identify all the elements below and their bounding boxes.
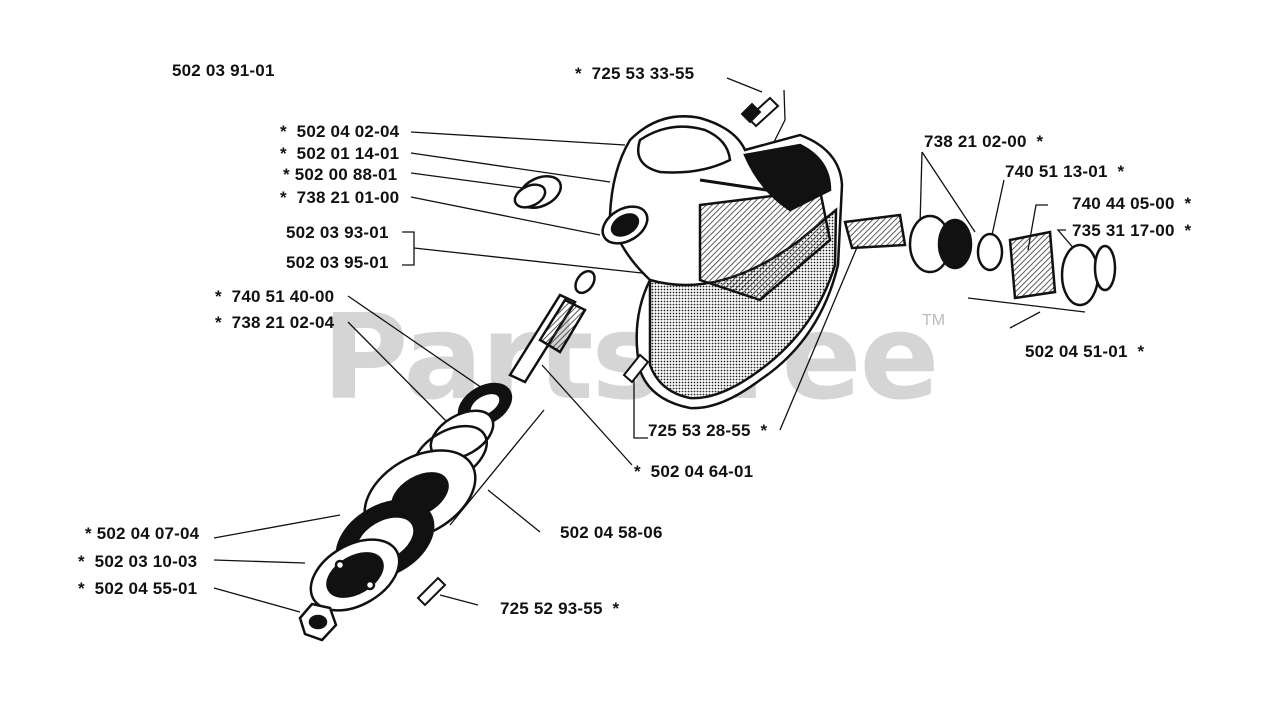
label-725-52-93-55: 725 52 93-55 *: [500, 599, 620, 618]
label-screw-top: * 725 53 33-55: [575, 64, 695, 83]
label-502-04-02-04: * 502 04 02-04: [280, 122, 400, 141]
leader-502-04-64-01: [541, 364, 633, 466]
top-screw-part: [740, 96, 780, 128]
leader-502-03-10-03: [213, 559, 306, 564]
label-740-51-40-00: * 740 51 40-00: [215, 287, 335, 306]
leader-725-53-28-55: [633, 380, 648, 439]
label-740-44-05-00: 740 44 05-00 *: [1072, 194, 1192, 213]
leader-shaft-right: [779, 244, 859, 431]
label-725-53-28-55: 725 53 28-55 *: [648, 421, 768, 440]
leader-502-00-88-01: [410, 172, 539, 191]
label-502-03-95-01: 502 03 95-01: [286, 253, 389, 272]
output-shaft-part: [843, 213, 1117, 307]
pinion-shaft-part: [508, 269, 596, 384]
leader-502-01-14-01: [410, 152, 611, 183]
leader-725-53-33-55: [726, 77, 763, 93]
leader-502-04-51-01: [1009, 311, 1041, 329]
leader-738-21-02-00-b: [919, 151, 923, 226]
leader-lines: [213, 77, 1086, 613]
watermark-trademark: TM: [922, 312, 946, 329]
label-738-21-02-04: * 738 21 02-04: [215, 313, 335, 332]
label-assembly: 502 03 91-01: [172, 61, 275, 80]
label-502-04-55-01: * 502 04 55-01: [78, 579, 198, 598]
leader-738-21-01-00: [410, 196, 601, 236]
leader-738-21-02-00-a: [921, 151, 976, 233]
cap-part: [513, 175, 563, 209]
leader-502-03-93-01: [413, 247, 661, 276]
leader-502-04-55-01: [213, 587, 301, 613]
label-738-21-01-00: * 738 21 01-00: [280, 188, 400, 207]
leader-740-51-13-01: [991, 179, 1005, 236]
leader-740-51-40-00: [347, 295, 486, 391]
label-502-04-64-01: * 502 04 64-01: [634, 462, 754, 481]
washer-part: [309, 538, 401, 612]
leader-502-04-02-04: [410, 131, 626, 146]
leader-502-04-07-04: [213, 514, 341, 539]
side-screw-part: [622, 353, 650, 384]
label-502-01-14-01: * 502 01 14-01: [280, 144, 400, 163]
label-502-04-58-06: 502 04 58-06: [560, 523, 663, 542]
label-502-00-88-01: * 502 00 88-01: [283, 165, 398, 184]
bracket-502-04-51-01: [967, 297, 1086, 313]
lower-bearing-part: [412, 382, 513, 486]
bracket-502-03-93-95: [402, 231, 415, 266]
leader-502-04-58-06-b: [487, 489, 541, 533]
leader-738-21-02-04: [347, 321, 456, 431]
label-502-03-93-01: 502 03 93-01: [286, 223, 389, 242]
leader-top-housing: [769, 89, 786, 151]
label-502-04-07-04: * 502 04 07-04: [85, 524, 200, 543]
label-738-21-02-00: 738 21 02-00 *: [924, 132, 1044, 151]
nut-part: [298, 602, 338, 642]
label-740-51-13-01: 740 51 13-01 *: [1005, 162, 1125, 181]
label-735-31-17-00: 735 31 17-00 *: [1072, 221, 1192, 240]
watermark-logo: PartsTree: [322, 288, 940, 426]
gear-housing-part: [608, 115, 844, 410]
label-502-04-51-01: 502 04 51-01 *: [1025, 342, 1145, 361]
bottom-screw-part: [416, 576, 447, 607]
bearing-upper-part: [601, 205, 649, 245]
label-502-03-10-03: * 502 03 10-03: [78, 552, 198, 571]
leader-725-52-93-55: [439, 594, 479, 606]
